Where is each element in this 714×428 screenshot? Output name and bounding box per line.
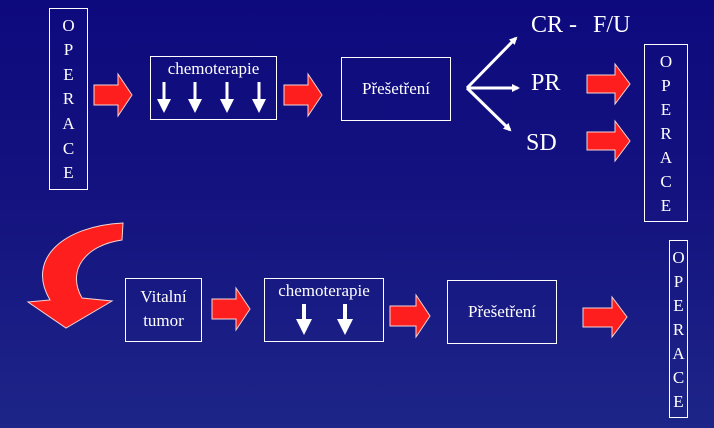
down-arrow-icon [337, 304, 353, 335]
branch-arrows [465, 36, 520, 132]
operace-box-row2: O P E R A C E [669, 240, 688, 418]
reeval-label-row2: Přešetření [468, 302, 536, 321]
operace-letter: P [673, 271, 684, 291]
operace-letter: E [660, 99, 672, 119]
operace-letter: P [63, 40, 74, 60]
operace-letter: O [672, 247, 685, 267]
operace-letter: P [661, 75, 671, 95]
red-arrow-4 [586, 119, 631, 163]
operace-letter: E [673, 391, 684, 411]
operace-letter: E [673, 295, 684, 315]
outcome-fu: F/U [593, 12, 631, 38]
chemo-box-row2: chemoterapie [264, 278, 384, 342]
reeval-box-row2: Přešetření [447, 280, 557, 344]
operace-letter: C [672, 367, 685, 387]
operace-letter: C [62, 138, 75, 158]
red-arrow-5 [211, 286, 251, 332]
red-arrow-6 [389, 293, 431, 339]
operace-box-row1: O P E R A C E [644, 44, 688, 222]
curved-red-arrow [26, 222, 124, 329]
operace-letter: O [62, 15, 75, 35]
operace-letter: R [672, 319, 685, 339]
chemo-label-row2: chemoterapie [278, 281, 370, 300]
red-arrow-7 [582, 295, 628, 339]
vital-tumor-line2: tumor [143, 311, 184, 330]
operace-letter: E [63, 64, 74, 84]
red-arrow-2 [283, 72, 323, 118]
operace-letter: A [672, 343, 685, 363]
down-arrow-icon [157, 82, 171, 113]
operace-letter: A [659, 147, 673, 167]
reeval-label-row1: Přešetření [362, 79, 430, 98]
red-arrow-1 [93, 72, 133, 118]
down-arrow-icon [296, 304, 312, 335]
outcome-sd: SD [526, 130, 557, 156]
operace-letter: E [63, 163, 74, 183]
operace-box-start: O P E R A C E [49, 8, 88, 190]
operace-letter: E [660, 195, 672, 215]
down-arrow-icon [252, 82, 266, 113]
down-arrow-icon [220, 82, 234, 113]
down-arrow-icon [188, 82, 202, 113]
operace-letter: R [62, 89, 75, 109]
operace-letter: O [659, 51, 673, 71]
operace-letter: A [62, 114, 75, 134]
operace-letter: C [660, 171, 672, 191]
chemo-box-row1: chemoterapie [150, 56, 277, 120]
reeval-box-row1: Přešetření [341, 57, 451, 121]
vital-tumor-line1: Vitalní [140, 287, 187, 306]
outcome-cr: CR - [531, 12, 578, 38]
vital-tumor-box: Vitalní tumor [125, 278, 202, 342]
operace-letter: R [660, 123, 672, 143]
red-arrow-3 [586, 62, 631, 106]
chemo-down-arrows-row1 [157, 82, 266, 113]
chemo-label-row1: chemoterapie [167, 59, 260, 78]
chemo-down-arrows-row2 [296, 304, 353, 335]
outcome-pr: PR [531, 70, 561, 96]
